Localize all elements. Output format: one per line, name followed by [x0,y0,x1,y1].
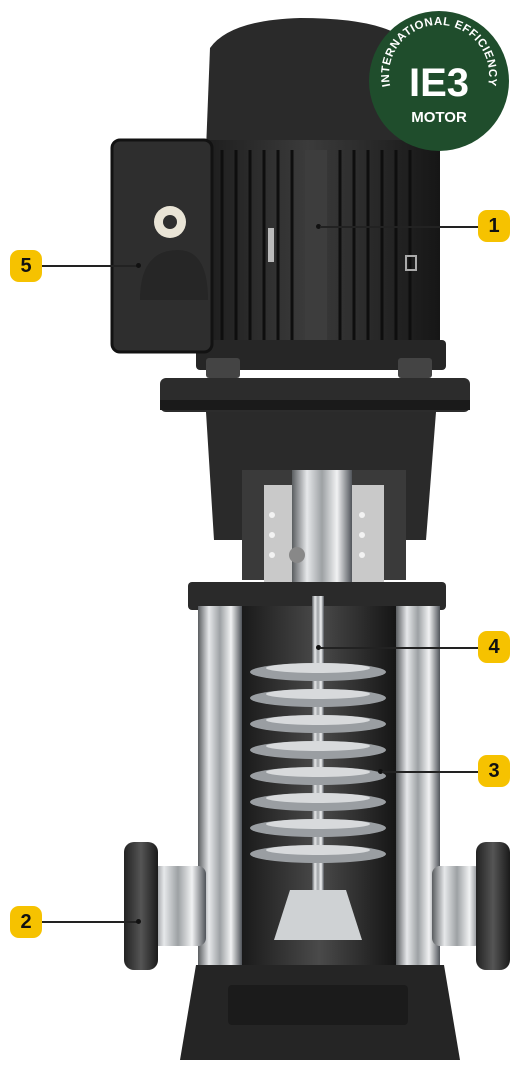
callout-3-dot [378,769,383,774]
callout-3-badge: 3 [478,755,510,787]
callout-4-dot [316,645,321,650]
callout-1-leader [320,226,478,228]
motor-bracket [160,358,470,590]
callout-5-badge: 5 [10,250,42,282]
motor [196,18,446,370]
callout-2-badge: 2 [10,906,42,938]
callout-3-leader [382,771,478,773]
ie3-badge-graphic: INTERNATIONAL EFFICIENCY IE3 MOTOR [369,11,509,151]
badge-class-text: IE3 [409,61,469,105]
callout-1-badge: 1 [478,210,510,242]
callout-5-leader [42,265,138,267]
callout-2-dot [136,919,141,924]
badge-motor-text: MOTOR [411,109,467,126]
callout-4-leader [320,647,478,649]
callout-2-leader [42,921,138,923]
callout-4-badge: 4 [478,631,510,663]
pump-column [188,582,446,1036]
callout-5-dot [136,263,141,268]
pump-base [180,965,460,1060]
ie3-badge: INTERNATIONAL EFFICIENCY IE3 MOTOR [368,10,510,152]
terminal-box [110,138,214,354]
flanges [124,842,510,970]
badge-disc [369,11,509,151]
callout-1-dot [316,224,321,229]
